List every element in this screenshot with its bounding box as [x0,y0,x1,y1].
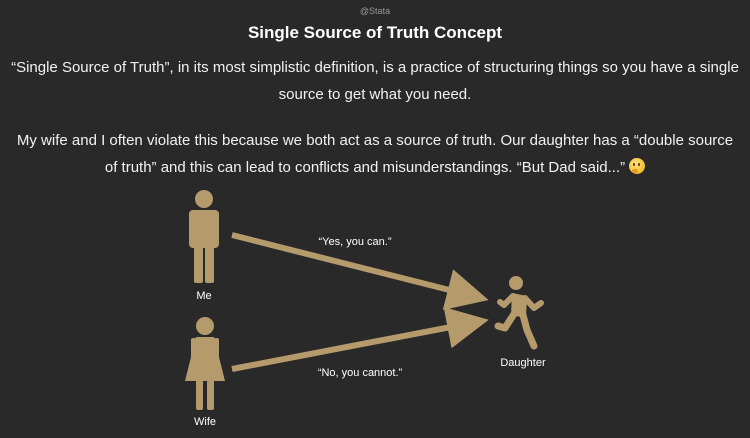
me-label: Me [196,290,212,302]
daughter-label: Daughter [500,357,546,369]
me-person-icon [189,190,219,283]
page-title: Single Source of Truth Concept [247,23,503,42]
thinking-face-icon [629,158,646,174]
wife-to-daughter-arrow [231,307,489,372]
wife-label: Wife [194,416,216,428]
definition-paragraph: “Single Source of Truth”, in its most si… [10,54,740,108]
no-quote-label: “No, you cannot.” [317,367,403,379]
wife-person-icon [185,317,225,410]
story-text: My wife and I often violate this because… [16,132,734,176]
author-handle: @Stata [359,6,391,16]
definition-text: “Single Source of Truth”, in its most si… [11,59,739,103]
story-paragraph: My wife and I often violate this because… [10,127,740,181]
me-to-daughter-arrow [231,232,489,310]
yes-quote-label: “Yes, you can.” [318,236,392,248]
daughter-running-icon [494,276,544,350]
